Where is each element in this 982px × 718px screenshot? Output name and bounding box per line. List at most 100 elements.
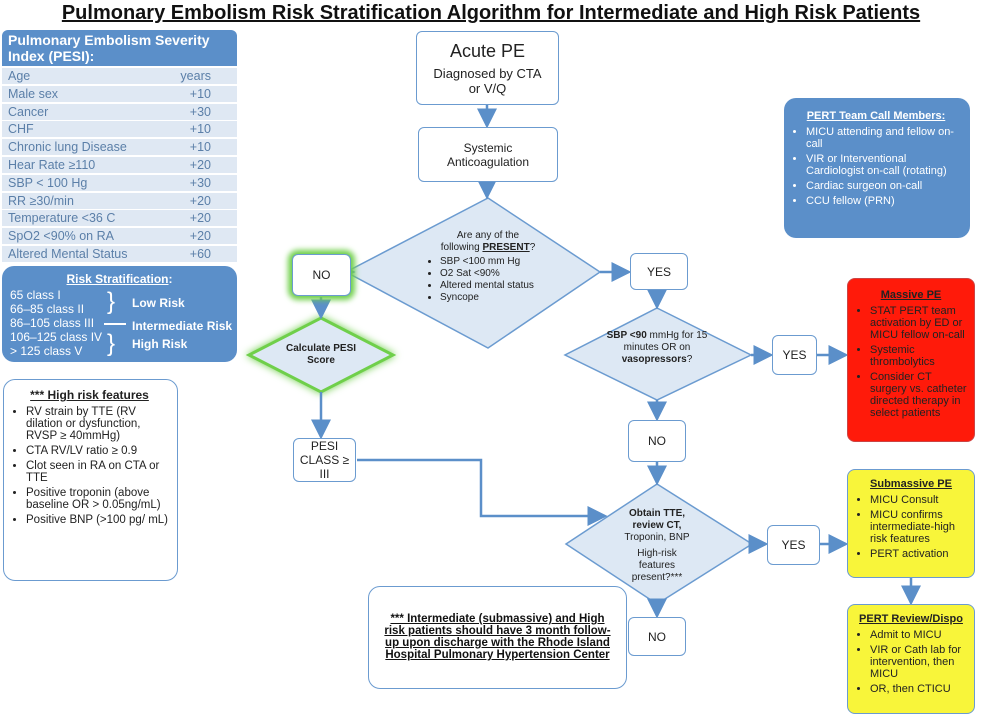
acute-pe-box: Acute PE Diagnosed by CTA or V/Q — [416, 31, 559, 105]
pesi-criterion: Temperature <36 C — [8, 211, 116, 226]
pesi-criterion: Hear Rate ≥110 — [8, 158, 96, 172]
acute-pe-title: Acute PE — [449, 40, 526, 61]
pesi-row: RR ≥30/min+20 — [2, 192, 237, 209]
pert-review-box: PERT Review/Dispo Admit to MICUVIR or Ca… — [847, 604, 975, 714]
pesi-criterion: RR ≥30/min — [8, 193, 74, 208]
pesi-row: Age years — [2, 68, 237, 84]
q1-line: Are any of the — [456, 230, 520, 241]
review-list: Admit to MICUVIR or Cath lab for interve… — [854, 629, 968, 695]
pesi-row: Cancer +30 — [2, 103, 237, 120]
q2-d: ? — [686, 354, 693, 365]
no-box-3: NO — [628, 617, 686, 656]
pesi-points: +30 — [189, 175, 211, 190]
pesi-criterion: Age — [8, 69, 31, 83]
risk-class: 86–105 class III — [10, 316, 95, 330]
high-risk-label: High Risk — [132, 337, 188, 351]
q1-present: PRESENT — [482, 242, 530, 253]
list-item: MICU attending and fellow on-call — [806, 126, 962, 150]
sbp-question: SBP <90 mmHg for 15 minutes OR on vasopr… — [605, 330, 709, 366]
pesi-criterion: Male sex — [8, 86, 59, 101]
no-box-2: NO — [628, 420, 686, 462]
pesi-points: +10 — [189, 122, 211, 137]
calc-pesi-label: Calculate PESI Score — [285, 343, 357, 366]
low-risk-label: Low Risk — [132, 296, 185, 310]
no-box-1: NO — [292, 254, 351, 296]
risk-class: 65 class I — [10, 288, 61, 302]
pesi-points: +10 — [189, 140, 211, 155]
list-item: Altered mental status — [440, 280, 558, 292]
pesi-points: +20 — [189, 211, 211, 226]
q3-c: High-risk features present?*** — [631, 548, 683, 583]
features-list: RV strain by TTE (RV dilation or dysfunc… — [10, 406, 169, 526]
pesi-criterion: Altered Mental Status — [8, 247, 128, 261]
q2-c: vasopressors — [621, 354, 687, 365]
decision-diamond-present — [344, 197, 602, 349]
yes-box-3: YES — [767, 525, 820, 565]
pesi-criterion: Chronic lung Disease — [8, 140, 127, 155]
pesi-criterion: CHF — [8, 122, 34, 137]
q1-qmark: ? — [529, 242, 536, 253]
present-question: Are any of the following PRESENT? SBP <1… — [418, 230, 558, 304]
massive-list: STAT PERT team activation by ED or MICU … — [854, 305, 968, 419]
review-title: PERT Review/Dispo — [859, 613, 963, 625]
list-item: RV strain by TTE (RV dilation or dysfunc… — [26, 406, 169, 442]
pesi-title: Pulmonary Embolism Severity Index (PESI)… — [2, 30, 237, 66]
list-item: OR, then CTICU — [870, 683, 968, 695]
pesi-points: +30 — [189, 104, 211, 119]
list-item: Clot seen in RA on CTA or TTE — [26, 460, 169, 484]
pesi-row: Altered Mental Status+60 — [2, 246, 237, 262]
features-title: *** High risk features — [30, 388, 149, 402]
risk-title: Risk Stratification — [66, 272, 169, 286]
pesi-criterion: SBP < 100 Hg — [8, 175, 88, 190]
list-item: Cardiac surgeon on-call — [806, 180, 962, 192]
list-item: STAT PERT team activation by ED or MICU … — [870, 305, 968, 341]
pesi-row: Hear Rate ≥110 +20 — [2, 157, 237, 173]
q2-b: mmHg for 15 minutes OR on — [623, 330, 708, 353]
list-item: CCU fellow (PRN) — [806, 195, 962, 207]
q3-a: Obtain TTE, review CT, — [628, 508, 686, 531]
submassive-pe-box: Submassive PE MICU ConsultMICU confirms … — [847, 469, 975, 578]
yes-box-1: YES — [630, 253, 688, 290]
pesi-row: Temperature <36 C +20 — [2, 210, 237, 227]
list-item: PERT activation — [870, 548, 968, 560]
list-item: Positive BNP (>100 pg/ mL) — [26, 514, 169, 526]
anticoagulation-box: Systemic Anticoagulation — [418, 127, 558, 182]
pert-team-box: PERT Team Call Members: MICU attending a… — [784, 98, 970, 238]
pesi-criterion: Cancer — [8, 104, 49, 119]
pesi-row: SpO2 <90% on RA+20 — [2, 228, 237, 245]
pesi-class-box: PESI CLASS ≥ III — [293, 438, 356, 482]
pesi-points: +10 — [189, 86, 211, 101]
submassive-list: MICU ConsultMICU confirms intermediate-h… — [854, 494, 968, 560]
brace-icon: } — [107, 288, 116, 315]
intermediate-risk-label: Intermediate Risk — [132, 319, 233, 333]
q2-a: SBP <90 — [606, 330, 647, 341]
risk-class: 66–85 class II — [10, 302, 85, 316]
yes-box-2: YES — [772, 335, 817, 375]
pesi-points: +20 — [189, 158, 211, 172]
pesi-row: Chronic lung Disease +10 — [2, 139, 237, 156]
pesi-points: years — [180, 69, 211, 83]
list-item: VIR or Interventional Cardiologist on-ca… — [806, 153, 962, 177]
brace-icon: } — [107, 330, 116, 357]
list-item: Positive troponin (above baseline OR > 0… — [26, 487, 169, 511]
pesi-row: Male sex +10 — [2, 85, 237, 102]
pesi-row: CHF +10 — [2, 121, 237, 138]
acute-pe-subtitle: Diagnosed by CTA or V/Q — [433, 65, 542, 96]
list-item: CTA RV/LV ratio ≥ 0.9 — [26, 445, 169, 457]
tte-question: Obtain TTE, review CT, Troponin, BNP Hig… — [612, 508, 702, 584]
pert-team-title: PERT Team Call Members: — [806, 110, 946, 122]
submassive-title: Submassive PE — [870, 478, 952, 490]
dash-icon — [104, 323, 126, 325]
list-item: Syncope — [440, 292, 558, 304]
pesi-points: +20 — [189, 229, 211, 244]
follow-up-footnote: *** Intermediate (submassive) and High r… — [368, 586, 627, 689]
pesi-row: SBP < 100 Hg +30 — [2, 174, 237, 191]
massive-pe-box: Massive PE STAT PERT team activation by … — [847, 278, 975, 442]
list-item: MICU Consult — [870, 494, 968, 506]
list-item: Admit to MICU — [870, 629, 968, 641]
list-item: Consider CT surgery vs. catheter directe… — [870, 371, 968, 419]
massive-title: Massive PE — [880, 289, 942, 301]
high-risk-features-box: *** High risk features RV strain by TTE … — [3, 379, 178, 581]
risk-class: > 125 class V — [10, 344, 83, 358]
